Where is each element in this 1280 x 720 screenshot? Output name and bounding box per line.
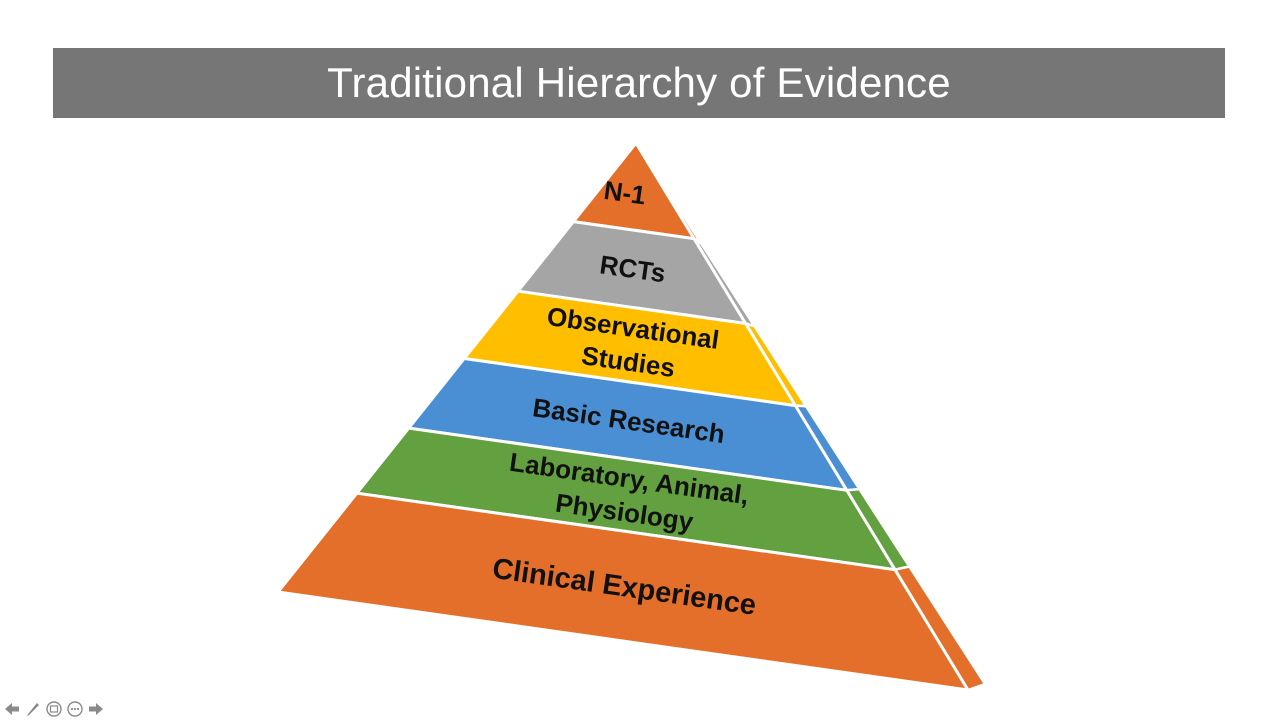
pen-icon (26, 703, 39, 716)
slide-title: Traditional Hierarchy of Evidence (327, 59, 951, 106)
presentation-toolbar (2, 699, 105, 719)
pen-button[interactable] (23, 700, 42, 719)
more-options-icon (66, 701, 83, 717)
previous-slide-button[interactable] (2, 700, 21, 719)
pyramid-tier-4: Basic Research (407, 357, 861, 492)
previous-slide-icon (4, 703, 19, 715)
next-slide-icon (88, 703, 103, 715)
tier-front-face (276, 491, 970, 692)
tier-label: N-1 (602, 175, 648, 211)
pyramid-tier-1: N-1 (571, 141, 703, 245)
slide-sorter-icon (45, 701, 62, 717)
title-bar: Traditional Hierarchy of Evidence (53, 48, 1225, 118)
tier-label-line: N-1 (602, 175, 648, 211)
more-options-button[interactable] (65, 700, 84, 719)
slide-sorter-button[interactable] (44, 700, 63, 719)
pyramid-tier-6: Clinical Experience (276, 491, 987, 692)
next-slide-button[interactable] (86, 700, 105, 719)
